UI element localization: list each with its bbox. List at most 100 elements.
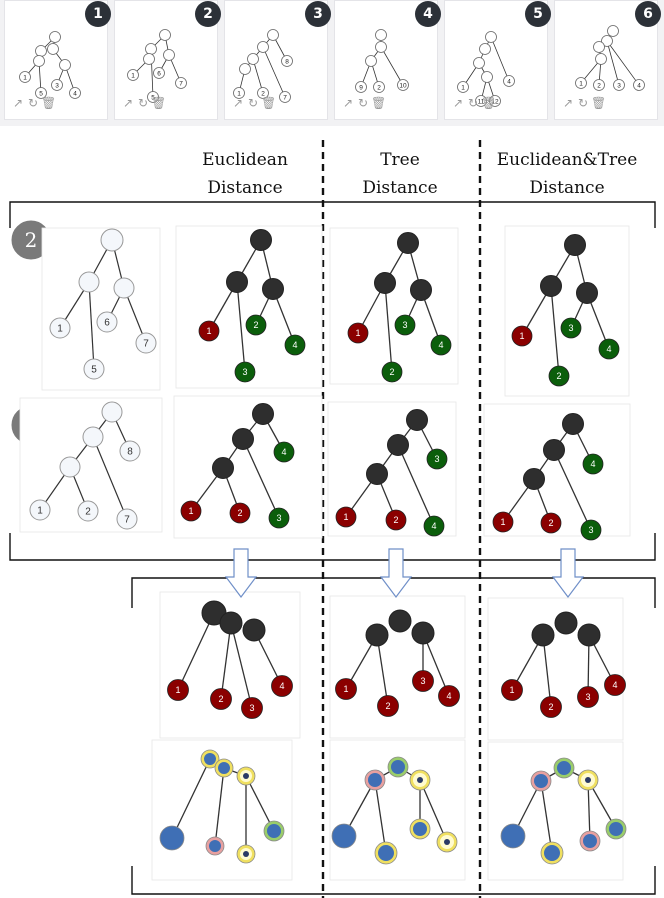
refresh-icon[interactable]: ↻ xyxy=(137,96,149,110)
tree-merged-leaf-label: 2 xyxy=(385,701,390,711)
edit-icon[interactable]: ↗ xyxy=(342,96,354,110)
leaf-node xyxy=(35,87,47,99)
tree-node xyxy=(49,31,61,43)
both-tree3-leaf-label: 4 xyxy=(590,459,595,469)
tree-merged-internal-node xyxy=(388,609,412,633)
euclidean-merged-leaf-node xyxy=(241,697,263,719)
tree-embedding-node-core xyxy=(413,822,427,836)
input-tree-leaf-label: 5 xyxy=(91,365,97,376)
tree-tree2-internal-node xyxy=(397,232,419,254)
both-tree2-leaf-label: 2 xyxy=(556,371,561,381)
tree-tree2-leaf-label: 2 xyxy=(389,367,394,377)
header-tree-line2: Distance xyxy=(362,178,438,198)
trash-icon[interactable]: 🗑 xyxy=(41,96,57,110)
refresh-icon[interactable]: ↻ xyxy=(27,96,39,110)
both-merged-leaf-node xyxy=(577,686,599,708)
edit-icon[interactable]: ↗ xyxy=(562,96,574,110)
trash-icon[interactable]: 🗑 xyxy=(151,96,167,110)
both-tree3-leaf-node xyxy=(540,512,562,534)
tree-node xyxy=(257,41,269,53)
both-embedding-node-core xyxy=(504,827,522,845)
tree-embedding-node-core xyxy=(368,773,382,787)
tree-edge xyxy=(252,58,264,94)
tree-tree3-internal-node xyxy=(366,463,388,485)
leaf-label: 1 xyxy=(23,74,27,81)
tree-tree3-leaf-label: 3 xyxy=(434,454,439,464)
euclidean-merged-leaf-node xyxy=(167,679,189,701)
trash-icon[interactable]: 🗑 xyxy=(261,96,277,110)
euclidean-tree2-leaf-node xyxy=(245,314,267,336)
merge-arrow-3 xyxy=(551,548,585,598)
refresh-icon[interactable]: ↻ xyxy=(467,96,479,110)
euclidean-merged-internal-node xyxy=(242,618,266,642)
header-both-line1: Euclidean&Tree xyxy=(496,150,638,170)
tree-tree2-internal-node xyxy=(410,279,432,301)
input-tree-internal-node xyxy=(59,456,81,478)
tree-tree2-leaf-node xyxy=(394,314,416,336)
input-tree-leaf-node xyxy=(96,311,118,333)
tree-node xyxy=(375,41,387,53)
both-tree2-leaf-node xyxy=(560,317,582,339)
thumbnail-badge: 4 xyxy=(415,1,441,27)
trash-icon[interactable]: 🗑 xyxy=(481,96,497,110)
euclidean-embedding-edge xyxy=(214,767,225,847)
leaf-node xyxy=(489,95,501,107)
both-tree3-leaf-label: 2 xyxy=(548,518,553,528)
refresh-icon[interactable]: ↻ xyxy=(247,96,259,110)
refresh-icon[interactable]: ↻ xyxy=(357,96,369,110)
tree-tree3-leaf-node xyxy=(426,448,448,470)
euclidean-merged-leaf-label: 2 xyxy=(218,694,223,704)
tree-tree2-leaf-node xyxy=(430,334,452,356)
tree-merged-internal-node xyxy=(411,621,435,645)
trash-icon[interactable]: 🗑 xyxy=(591,96,607,110)
euclidean-merged-leaf-label: 1 xyxy=(175,685,180,695)
both-merged-leaf-label: 3 xyxy=(585,692,590,702)
euclidean-tree3-edge xyxy=(242,438,280,519)
euclidean-merged-leaf-node xyxy=(210,688,232,710)
tree-tree3-leaf-label: 1 xyxy=(343,512,348,522)
tree-node xyxy=(485,31,497,43)
leaf-label: 1 xyxy=(579,80,583,87)
trash-icon[interactable]: 🗑 xyxy=(371,96,387,110)
euclidean-embedding-node-core xyxy=(267,824,281,838)
edit-icon[interactable]: ↗ xyxy=(122,96,134,110)
tree-embedding-node-dot xyxy=(417,777,423,783)
edit-icon[interactable]: ↗ xyxy=(232,96,244,110)
euclidean-tree3-leaf-label: 2 xyxy=(237,508,242,518)
leaf-node xyxy=(233,87,245,99)
euclidean-tree2-internal-node xyxy=(250,229,272,251)
input-tree-internal-node xyxy=(78,271,100,293)
refresh-icon[interactable]: ↻ xyxy=(577,96,589,110)
tree-embedding-node-core xyxy=(378,845,394,861)
tree-tree2-leaf-node xyxy=(347,322,369,344)
euclidean-tree3-leaf-label: 1 xyxy=(188,506,193,516)
header-euclidean-tree: Euclidean&Tree Distance xyxy=(482,146,652,202)
input-tree-internal-node xyxy=(82,426,104,448)
both-tree2-internal-node xyxy=(576,282,598,304)
leaf-label: 4 xyxy=(507,78,511,85)
tree-tree2-leaf-label: 3 xyxy=(402,320,407,330)
leaf-label: 3 xyxy=(617,82,621,89)
input-tree-leaf-node xyxy=(83,358,105,380)
tree-node xyxy=(365,55,377,67)
edit-icon[interactable]: ↗ xyxy=(12,96,24,110)
both-merged-leaf-node xyxy=(540,696,562,718)
edit-icon[interactable]: ↗ xyxy=(452,96,464,110)
bottom-frame-bottom-bracket xyxy=(131,866,656,895)
leaf-label: 3 xyxy=(55,82,59,89)
tree-merged-internal-node xyxy=(365,623,389,647)
input-tree-leaf-node xyxy=(119,440,141,462)
leaf-node xyxy=(355,81,367,93)
euclidean-tree3-internal-node xyxy=(252,403,274,425)
euclidean-tree2-leaf-node xyxy=(198,320,220,342)
both-merged-leaf-label: 1 xyxy=(509,685,514,695)
